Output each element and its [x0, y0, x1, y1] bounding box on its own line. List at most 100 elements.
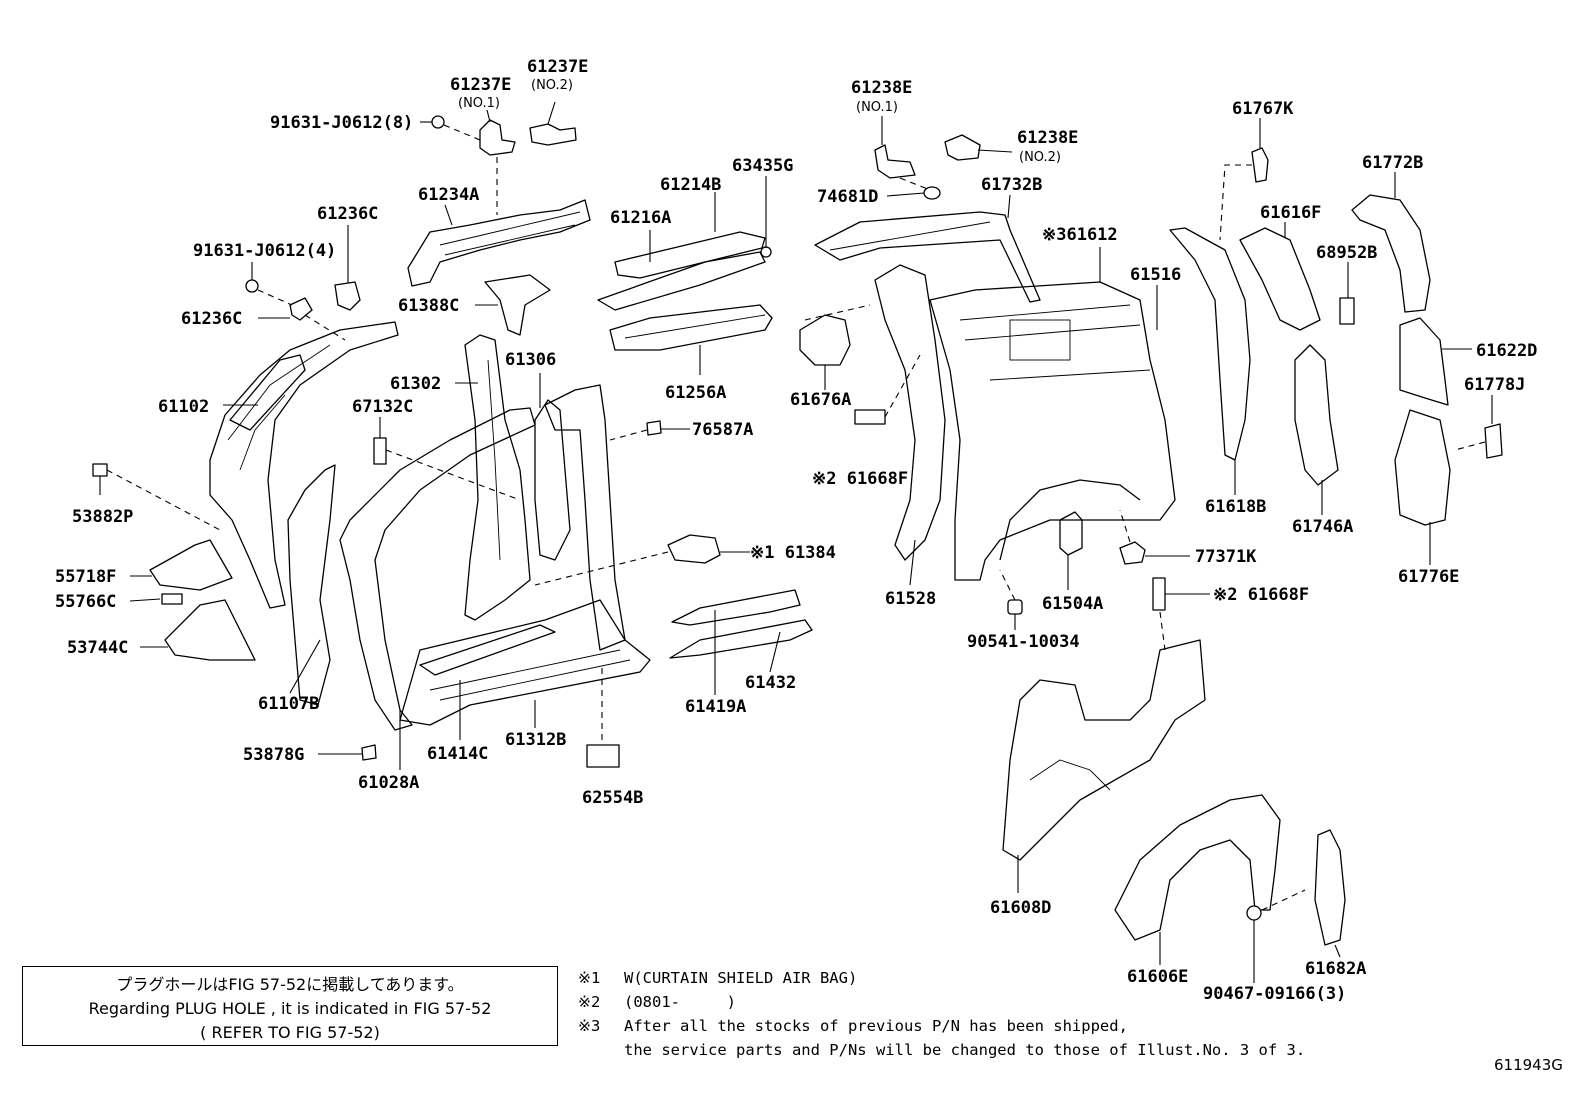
part-drawing-61767k — [1251, 147, 1269, 183]
label-61616f: 61616F — [1260, 203, 1321, 223]
label-53878g: 53878G — [243, 745, 304, 765]
label-61238e-no1-sub: (NO.1) — [856, 100, 898, 115]
part-drawing-61516 — [929, 281, 1176, 581]
part-drawing-61432 — [669, 619, 813, 659]
label-61618b: 61618B — [1205, 497, 1266, 517]
note-line-japanese: プラグホールはFIG 57-52に掲載してあります。 — [116, 975, 464, 994]
label-74681d: 74681D — [817, 187, 878, 207]
label-90467: 90467-09166(3) — [1203, 984, 1346, 1004]
part-drawing-61528 — [874, 264, 946, 561]
label-61214b: 61214B — [660, 175, 721, 195]
label-61306: 61306 — [505, 350, 556, 370]
part-drawing-61312b — [399, 599, 651, 726]
part-drawing-61102 — [209, 321, 399, 609]
label-61236c-low: 61236C — [181, 309, 242, 329]
part-drawing-61214b — [614, 231, 766, 279]
label-91631-4: 91631-J0612(4) — [193, 241, 336, 261]
label-61256a: 61256A — [665, 383, 726, 403]
part-drawing-61234a — [407, 199, 591, 287]
label-76587a: 76587A — [692, 420, 753, 440]
part-drawing-61238e-no1 — [874, 144, 916, 179]
part-drawing-61772b — [1351, 194, 1431, 313]
part-drawing-61306 — [534, 399, 571, 561]
label-61419a: 61419A — [685, 697, 746, 717]
label-61312b: 61312B — [505, 730, 566, 750]
label-61384: ※1 61384 — [750, 543, 836, 563]
part-drawing-61732b — [814, 211, 1041, 303]
label-61732b: 61732B — [981, 175, 1042, 195]
part-drawing-61746a — [1294, 344, 1339, 486]
part-drawing-77371k — [1119, 541, 1146, 565]
label-61606e: 61606E — [1127, 967, 1188, 987]
part-drawing-76587a — [646, 420, 662, 436]
footnote-3-continued: the service parts and P/Ns will be chang… — [624, 1041, 1306, 1059]
label-61237e-no1-sub: (NO.1) — [458, 96, 500, 111]
part-drawing-61682a — [1314, 829, 1346, 946]
part-drawing-53878g — [361, 744, 377, 761]
label-61682a: 61682A — [1305, 959, 1366, 979]
label-61608d: 61608D — [990, 898, 1051, 918]
part-drawing-61622d — [1399, 317, 1449, 406]
label-61504a: 61504A — [1042, 594, 1103, 614]
part-drawing-63435g — [760, 246, 772, 258]
label-61236c-top: 61236C — [317, 204, 378, 224]
part-drawing-61504a — [1059, 511, 1083, 556]
label-90541: 90541-10034 — [967, 632, 1080, 652]
label-77371k: 77371K — [1195, 547, 1257, 567]
label-55766c: 55766C — [55, 592, 116, 612]
label-61234a: 61234A — [418, 185, 479, 205]
right-group-drawings — [799, 134, 1503, 946]
part-drawing-61778j — [1484, 423, 1503, 459]
label-61028a: 61028A — [358, 773, 419, 793]
label-61772b: 61772B — [1362, 153, 1423, 173]
label-61516: 61516 — [1130, 265, 1181, 285]
part-drawing-61216a — [597, 251, 766, 311]
label-61528: 61528 — [885, 589, 936, 609]
label-68952b: 68952B — [1316, 243, 1377, 263]
part-drawing-53882p — [92, 463, 108, 477]
label-61668f-b: ※2 61668F — [1213, 585, 1309, 605]
label-61237e-no2: 61237E — [527, 57, 588, 77]
note-line-refer: ( REFER TO FIG 57-52) — [200, 1023, 380, 1042]
bolt-drawing-91631-4 — [245, 279, 259, 293]
part-drawing-61668f-a — [854, 409, 886, 425]
label-61778j: 61778J — [1464, 375, 1525, 395]
note-line-english: Regarding PLUG HOLE , it is indicated in… — [88, 999, 492, 1018]
part-drawing-61302 — [464, 334, 531, 621]
part-drawing-55718f — [149, 539, 233, 591]
part-drawing-61419a — [671, 589, 801, 626]
label-61776e: 61776E — [1398, 567, 1459, 587]
part-drawing-68952b — [1339, 297, 1355, 325]
label-53744c: 53744C — [67, 638, 128, 658]
part-drawing-61028a — [339, 407, 536, 731]
part-drawing-61237e-no2 — [529, 123, 577, 146]
label-61432: 61432 — [745, 673, 796, 693]
label-61668f-a: ※2 61668F — [812, 469, 908, 489]
part-drawing-67132c — [373, 437, 387, 465]
part-drawing-90467 — [1246, 905, 1262, 921]
plug-hole-note-box: プラグホールはFIG 57-52に掲載してあります。 Regarding PLU… — [22, 966, 558, 1046]
part-drawing-61107b — [287, 464, 336, 706]
label-61414c: 61414C — [427, 744, 488, 764]
part-drawing-61668f-b — [1152, 577, 1166, 611]
leader-lines — [99, 101, 1493, 983]
part-drawing-61388c — [484, 274, 551, 336]
part-drawing-61608d — [1002, 639, 1206, 861]
part-drawing-61237e-no1 — [479, 119, 516, 156]
figure-id: 611943G — [1494, 1056, 1563, 1074]
label-62554b: 62554B — [582, 788, 643, 808]
part-drawing-61238e-no2 — [944, 134, 981, 161]
part-drawing-61384 — [667, 534, 721, 564]
label-63435g: 63435G — [732, 156, 793, 176]
part-drawing-61414c — [419, 624, 556, 676]
label-61238e-no2: 61238E — [1017, 128, 1078, 148]
part-drawing-55766c — [161, 593, 183, 605]
label-53882p: 53882P — [72, 507, 133, 527]
label-61388c: 61388C — [398, 296, 459, 316]
bolt-drawing-91631-8 — [431, 115, 445, 129]
label-61302: 61302 — [390, 374, 441, 394]
label-61612: ※361612 — [1042, 225, 1118, 245]
label-61107b: 61107B — [258, 694, 319, 714]
